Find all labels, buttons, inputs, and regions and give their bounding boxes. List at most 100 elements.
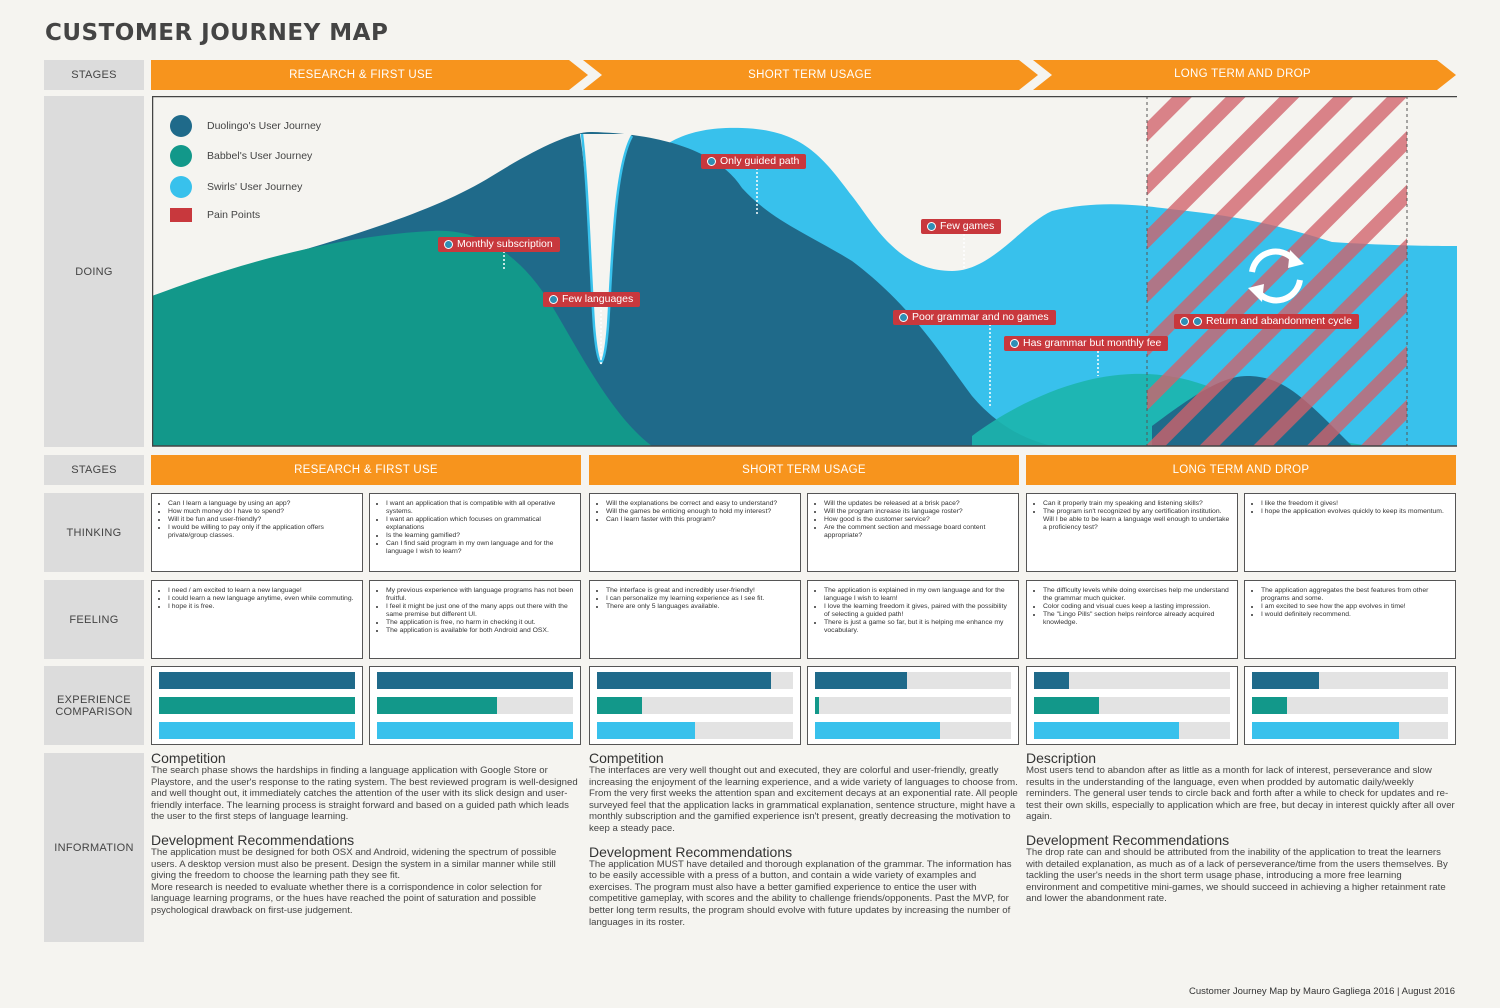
- thinking-item: I would be willing to pay only if the ap…: [168, 524, 356, 540]
- feeling-card: I need / am excited to learn a new langu…: [151, 580, 363, 659]
- experience-track-duolingo: [597, 672, 793, 689]
- thinking-item: How much money do I have to spend?: [168, 508, 356, 516]
- experience-track-babbel: [1252, 697, 1448, 714]
- experience-bar-duolingo: [1252, 672, 1319, 689]
- pain-dot-icon: [927, 222, 936, 231]
- pain-point-poor-grammar: Poor grammar and no games: [893, 310, 1056, 325]
- information-heading: Development Recommendations: [151, 831, 355, 848]
- thinking-card: Can it properly train my speaking and li…: [1026, 493, 1238, 572]
- experience-track-babbel: [1034, 697, 1230, 714]
- stage-arrow-2: [583, 60, 1038, 90]
- thinking-card: Will the updates be released at a brisk …: [807, 493, 1019, 572]
- experience-bar-swirls: [597, 722, 695, 739]
- feeling-item: I need / am excited to learn a new langu…: [168, 587, 356, 595]
- pain-point-label: Monthly subscription: [457, 238, 553, 250]
- experience-bar-babbel: [1252, 697, 1288, 714]
- pain-dot-icon: [899, 313, 908, 322]
- thinking-item: Are the comment section and message boar…: [824, 524, 1012, 540]
- experience-bar-duolingo: [377, 672, 573, 689]
- feeling-item: There is just a game so far, but it is h…: [824, 619, 1012, 635]
- information-heading: Development Recommendations: [589, 843, 793, 860]
- feeling-item: I would definitely recommend.: [1261, 611, 1449, 619]
- legend-swirls-swatch: [170, 176, 192, 198]
- experience-bar-babbel: [377, 697, 497, 714]
- thinking-item: I want an application which focuses on g…: [386, 516, 574, 532]
- feeling-item: The "Lingo Pills" section helps reinforc…: [1043, 611, 1231, 627]
- experience-bar-babbel: [597, 697, 643, 714]
- thinking-card: I want an application that is compatible…: [369, 493, 581, 572]
- pain-point-only-guided-path: Only guided path: [701, 154, 807, 169]
- experience-card: [1244, 666, 1456, 745]
- legend-duolingo-label: Duolingo's User Journey: [207, 120, 322, 132]
- footer-credit: Customer Journey Map by Mauro Gagliega 2…: [1189, 986, 1455, 997]
- thinking-card: I like the freedom it gives!I hope the a…: [1244, 493, 1456, 572]
- thinking-item: I want an application that is compatible…: [386, 500, 574, 516]
- experience-track-swirls: [377, 722, 573, 739]
- thinking-item: Will it be fun and user-friendly?: [168, 516, 356, 524]
- experience-bar-duolingo: [1034, 672, 1070, 689]
- experience-track-swirls: [159, 722, 355, 739]
- experience-bar-duolingo: [159, 672, 355, 689]
- information-body: The application must be designed for bot…: [151, 846, 557, 882]
- pain-point-label: Return and abandonment cycle: [1206, 315, 1352, 327]
- row-label-doing: DOING: [44, 96, 144, 447]
- feeling-item: I could learn a new language anytime, ev…: [168, 595, 356, 603]
- experience-track-duolingo: [159, 672, 355, 689]
- information-heading: Development Recommendations: [1026, 831, 1230, 848]
- legend-babbel-swatch: [170, 145, 192, 167]
- experience-track-babbel: [159, 697, 355, 714]
- experience-bar-babbel: [159, 697, 355, 714]
- feeling-item: I can personalize my learning experience…: [606, 595, 794, 603]
- legend-duolingo-swatch: [170, 115, 192, 137]
- information-body: Most users tend to abandon after as litt…: [1026, 765, 1455, 823]
- experience-track-swirls: [1034, 722, 1230, 739]
- experience-bar-duolingo: [597, 672, 772, 689]
- pain-point-few-games: Few games: [921, 219, 1002, 234]
- experience-card: [589, 666, 801, 745]
- information-heading: Competition: [151, 750, 226, 766]
- experience-bar-babbel: [1034, 697, 1099, 714]
- thinking-item: Can it properly train my speaking and li…: [1043, 500, 1231, 508]
- pain-dot-icon: [1180, 317, 1189, 326]
- stage-top-research: RESEARCH & FIRST USE: [289, 69, 433, 81]
- experience-track-babbel: [815, 697, 1011, 714]
- experience-bar-duolingo: [815, 672, 908, 689]
- thinking-item: I like the freedom it gives!: [1261, 500, 1449, 508]
- feeling-item: The difficulty levels while doing exerci…: [1043, 587, 1231, 603]
- pain-point-return-abandonment: Return and abandonment cycle: [1174, 314, 1359, 329]
- experience-track-swirls: [1252, 722, 1448, 739]
- legend-duolingo: Duolingo's User Journey: [170, 115, 321, 137]
- legend-babbel-label: Babbel's User Journey: [207, 150, 313, 162]
- information-body: From the very first weeks the attention …: [589, 788, 1018, 834]
- abandonment-zone: [1147, 96, 1407, 446]
- experience-track-duolingo: [815, 672, 1011, 689]
- legend-swirls: Swirls' User Journey: [170, 176, 302, 198]
- stage-arrow-1: [151, 60, 588, 90]
- stage-top-long: LONG TERM AND DROP: [1174, 68, 1311, 80]
- thinking-item: Will the program increase its language r…: [824, 508, 1012, 516]
- thinking-item: Will the games be enticing enough to hol…: [606, 508, 794, 516]
- thinking-item: Will the explanations be correct and eas…: [606, 500, 794, 508]
- information-heading: Description: [1026, 750, 1097, 766]
- feeling-item: My previous experience with language pro…: [386, 587, 574, 603]
- thinking-item: I hope the application evolves quickly t…: [1261, 508, 1449, 516]
- pain-point-monthly-subscription: Monthly subscription: [438, 237, 560, 252]
- experience-card: [369, 666, 581, 745]
- experience-bar-swirls: [159, 722, 355, 739]
- thinking-item: Can I find said program in my own langua…: [386, 540, 574, 556]
- legend-swirls-label: Swirls' User Journey: [207, 181, 303, 193]
- feeling-item: The interface is great and incredibly us…: [606, 587, 794, 595]
- stage-research: RESEARCH & FIRST USE: [151, 455, 581, 485]
- thinking-item: Is the learning gamified?: [386, 532, 574, 540]
- pain-dot-icon: [1193, 317, 1202, 326]
- experience-card: [807, 666, 1019, 745]
- stage-short: SHORT TERM USAGE: [589, 455, 1019, 485]
- journey-chart: [152, 96, 1457, 447]
- feeling-item: I love the learning freedom it gives, pa…: [824, 603, 1012, 619]
- experience-track-swirls: [597, 722, 793, 739]
- experience-bar-swirls: [1034, 722, 1180, 739]
- pain-point-few-languages: Few languages: [543, 292, 641, 307]
